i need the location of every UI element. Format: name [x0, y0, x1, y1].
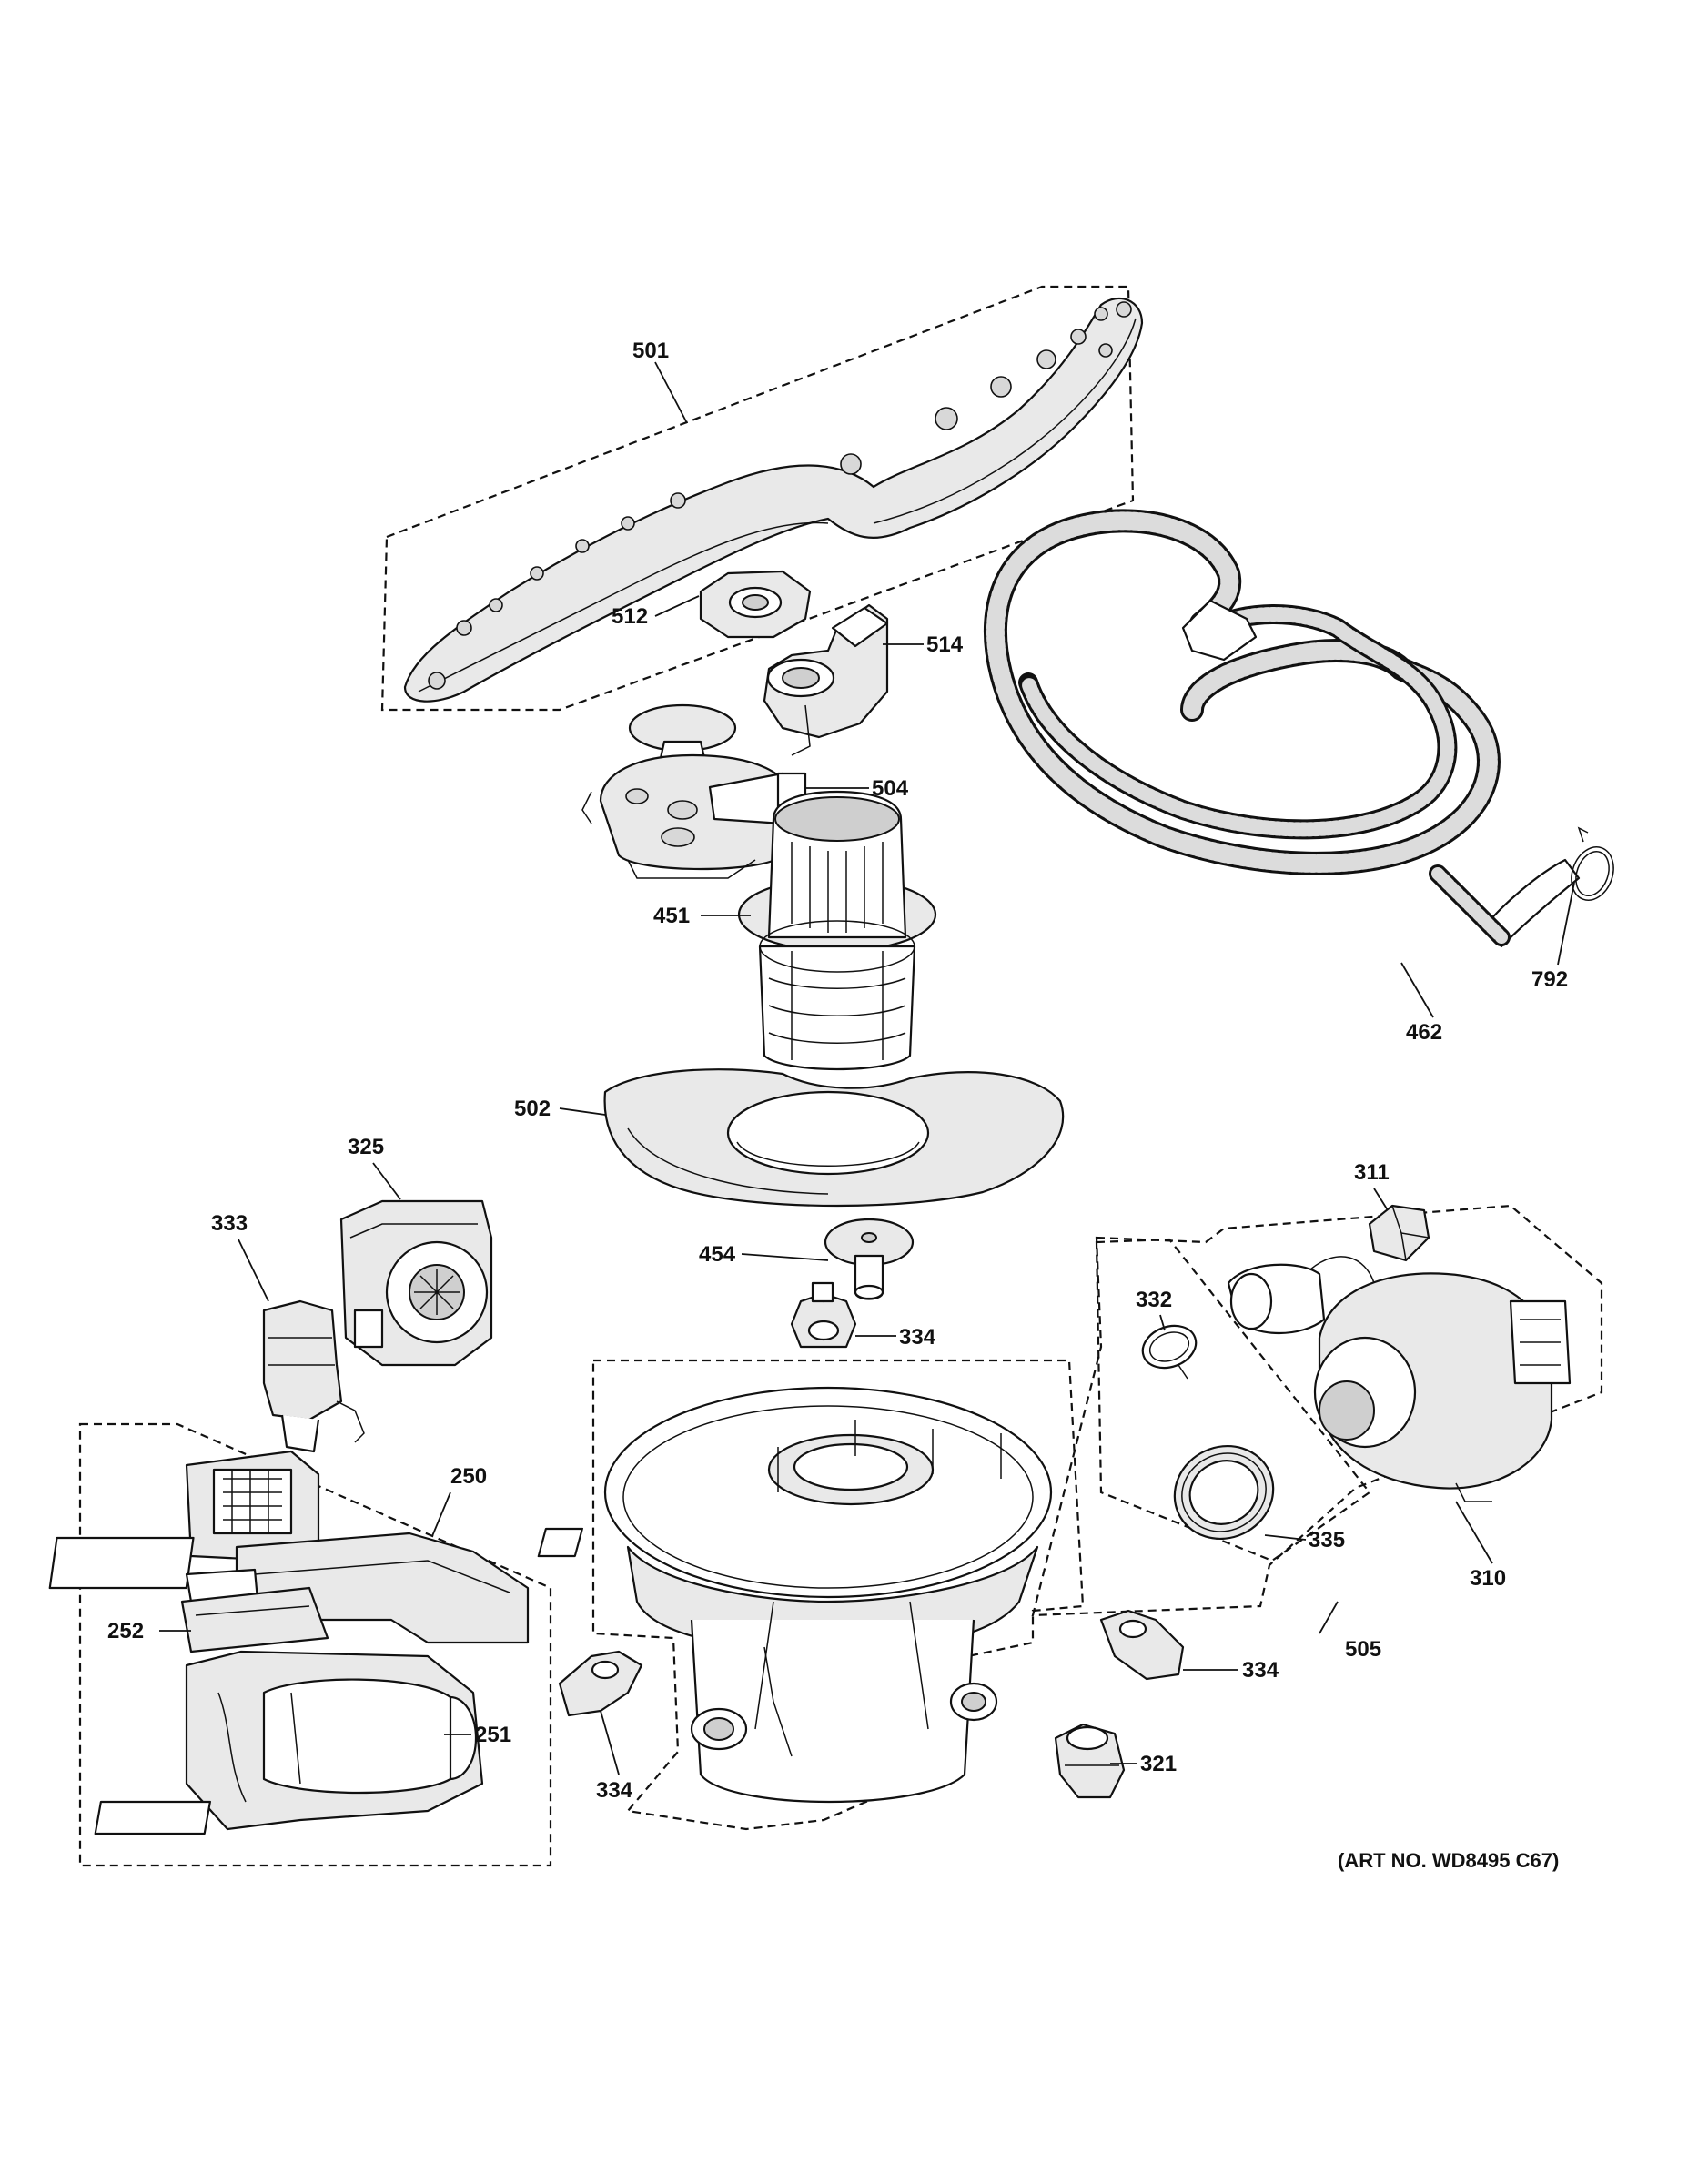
- sump-505: [537, 1386, 1053, 1804]
- heater-duct-assembly-250: [48, 1450, 530, 1644]
- group-outline-pump-inner: [1095, 1238, 1371, 1562]
- label-311: 311: [1354, 1160, 1390, 1185]
- label-501: 501: [632, 339, 669, 363]
- clip-334-right: [1099, 1609, 1185, 1681]
- label-325: 325: [348, 1135, 384, 1159]
- label-332: 332: [1136, 1288, 1172, 1312]
- part-labels: 501 512 514 504 451 502 462 792 325 333 …: [107, 339, 1568, 1872]
- fine-filter-502: [603, 1068, 1065, 1208]
- label-335: 335: [1309, 1528, 1345, 1552]
- label-250: 250: [450, 1464, 487, 1489]
- label-792: 792: [1531, 967, 1568, 992]
- art-number: (ART NO. WD8495 C67): [1338, 1849, 1559, 1872]
- leader-lines: [159, 361, 1575, 1775]
- sensor-333: [262, 1299, 365, 1453]
- valve-321: [1054, 1723, 1126, 1799]
- group-outline-spray-arm: [380, 285, 1135, 712]
- elbow-514: [763, 603, 889, 756]
- label-251: 251: [475, 1723, 511, 1747]
- label-334-right: 334: [1242, 1658, 1279, 1683]
- motor-325: [339, 1199, 493, 1367]
- heater-252: [180, 1586, 329, 1653]
- label-505: 505: [1345, 1637, 1381, 1662]
- label-504: 504: [872, 776, 909, 801]
- chopper-454: [824, 1218, 915, 1300]
- pump-310: [1227, 1256, 1572, 1502]
- group-outline-heater-duct: [78, 1422, 552, 1867]
- label-321: 321: [1140, 1752, 1177, 1776]
- hose-clamp-792: [1571, 826, 1614, 901]
- clamp-332: [1141, 1324, 1198, 1380]
- label-333: 333: [211, 1211, 248, 1236]
- clip-334-left: [558, 1650, 643, 1717]
- heater-tube-251: [94, 1650, 484, 1835]
- drain-hose-462: [983, 509, 1581, 948]
- label-512: 512: [612, 604, 648, 629]
- clip-334-top: [790, 1281, 857, 1349]
- label-462: 462: [1406, 1020, 1442, 1045]
- spray-arm-501: [403, 297, 1144, 703]
- filter-assembly-451: [737, 790, 937, 1071]
- label-334-left: 334: [596, 1778, 633, 1803]
- label-502: 502: [514, 1097, 551, 1121]
- seal-335: [1173, 1444, 1275, 1541]
- label-334-top: 334: [899, 1325, 936, 1350]
- label-310: 310: [1470, 1566, 1506, 1591]
- label-514: 514: [926, 632, 964, 657]
- label-252: 252: [107, 1619, 144, 1643]
- label-454: 454: [699, 1242, 736, 1267]
- cap-311: [1368, 1204, 1430, 1262]
- spray-arm-hub-512: [699, 570, 812, 639]
- label-451: 451: [653, 904, 690, 928]
